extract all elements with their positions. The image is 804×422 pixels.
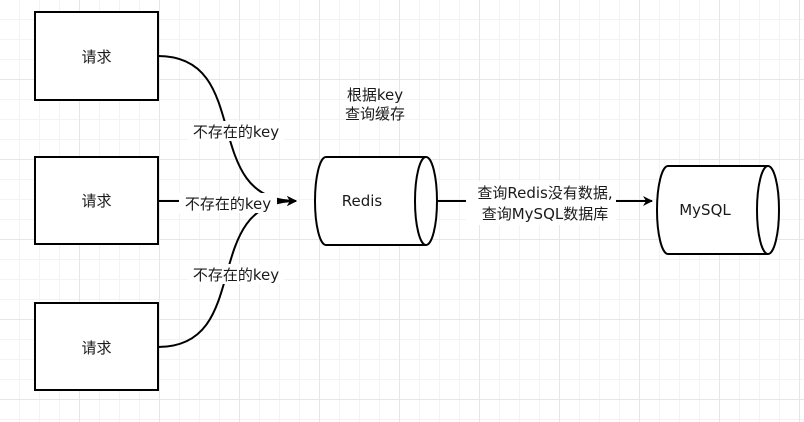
- fallback-label-line-1: 查询Redis没有数据,: [477, 184, 612, 202]
- request-node-3-label: 请求: [81, 339, 111, 357]
- request-node-3[interactable]: 请求: [34, 302, 159, 391]
- request-node-2[interactable]: 请求: [34, 156, 159, 245]
- fallback-label-bg: [466, 181, 616, 225]
- redis-label: Redis: [342, 192, 383, 210]
- request-node-2-label: 请求: [81, 192, 111, 210]
- request-node-1-label: 请求: [81, 48, 111, 66]
- edge-label-2-bg: [179, 193, 277, 213]
- mysql-label: MySQL: [679, 201, 731, 219]
- edge-label-1-bg: [188, 121, 284, 141]
- redis-note-line-1: 根据key: [347, 86, 403, 104]
- redis-node[interactable]: Redis: [314, 156, 438, 246]
- request-node-1[interactable]: 请求: [34, 11, 159, 101]
- edge-label-1: 不存在的key: [193, 123, 279, 141]
- edge-label-3-bg: [188, 264, 284, 284]
- edge-label-3: 不存在的key: [193, 266, 279, 284]
- mysql-node[interactable]: MySQL: [656, 165, 780, 255]
- redis-note-line-2: 查询缓存: [345, 105, 405, 123]
- fallback-label-line-2: 查询MySQL数据库: [482, 205, 609, 223]
- edge-label-2: 不存在的key: [185, 195, 271, 213]
